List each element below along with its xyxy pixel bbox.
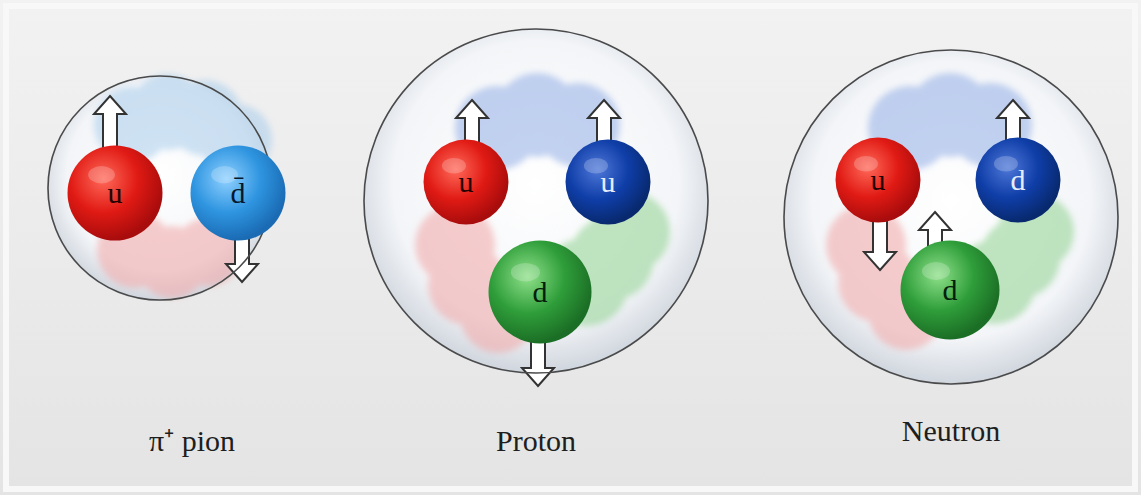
quark-ball: d xyxy=(900,240,1000,340)
quark-flavor: u xyxy=(871,165,886,195)
quark-ball: d̄ xyxy=(190,145,286,241)
quark-ball: u xyxy=(835,137,921,223)
spin-arrow xyxy=(94,96,1029,386)
quark-flavor: u xyxy=(459,167,474,197)
particle-name: Proton xyxy=(496,424,576,457)
particle-name: π⁺ pion xyxy=(149,424,235,457)
quark-flavor: d xyxy=(943,275,958,305)
quark-ball: d xyxy=(488,240,592,344)
quark-flavor: u xyxy=(108,178,123,208)
quark-ball: u xyxy=(565,139,651,225)
quark-ball: u xyxy=(67,145,163,241)
hadron-circle: Protonuud xyxy=(363,28,709,374)
quark-flavor: d xyxy=(533,277,548,307)
particle-name: Neutron xyxy=(902,414,1000,447)
hadron-circle: π⁺ pionud̄ xyxy=(47,75,273,301)
quark-ball: u xyxy=(423,139,509,225)
quark-flavor: u xyxy=(601,167,616,197)
quark-flavor: d xyxy=(1011,165,1026,195)
quark-ball: d xyxy=(975,137,1061,223)
hadron-circle: Neutronudd xyxy=(783,49,1119,385)
quark-flavor: d̄ xyxy=(231,178,246,208)
